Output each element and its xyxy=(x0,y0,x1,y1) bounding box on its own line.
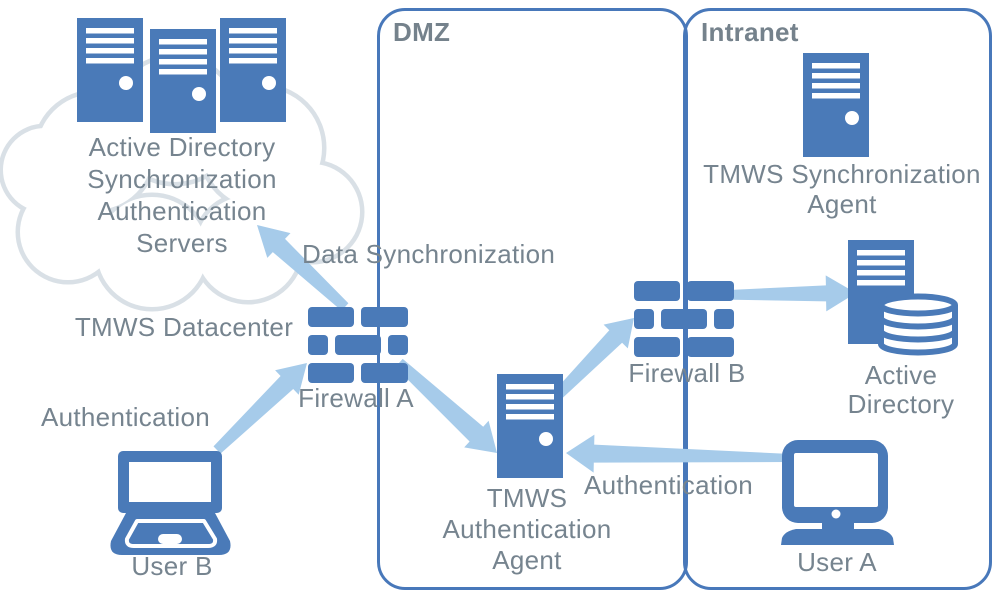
user-b-label: User B xyxy=(131,551,213,581)
database-icon xyxy=(878,293,958,356)
data-synchronization-label: Data Synchronization xyxy=(302,239,556,269)
authentication-label-user-a: Authentication xyxy=(584,470,753,500)
firewall-b-label: Firewall B xyxy=(628,358,746,388)
arrow-authentication-user-a xyxy=(566,434,792,473)
monitor-icon xyxy=(781,440,894,545)
intranet-zone xyxy=(683,8,992,590)
dmz-zone xyxy=(377,8,688,590)
tmws-authentication-agent-label: TMWS Authentication Agent xyxy=(442,483,612,575)
firewall-b-icon xyxy=(634,281,734,357)
arrow-agent-to-firewall-b xyxy=(549,318,634,404)
active-directory-label: Active Directory xyxy=(847,360,955,419)
server-icon xyxy=(77,18,143,122)
server-icon xyxy=(803,53,869,157)
arrow-firewall-b-to-active-directory xyxy=(717,275,856,312)
server-icon xyxy=(497,374,563,478)
intranet-zone-title: Intranet xyxy=(701,17,799,47)
tmws-datacenter-label: TMWS Datacenter xyxy=(74,312,294,342)
tmws-synchronization-agent-label: TMWS Synchronization Agent xyxy=(703,159,981,219)
server-icon xyxy=(220,18,286,122)
arrow-firewall-a-to-agent xyxy=(395,358,497,453)
server-icon xyxy=(150,29,216,133)
datacenter-servers-label: Active Directory Synchronization Authent… xyxy=(87,132,277,258)
firewall-a-label: Firewall A xyxy=(298,383,414,413)
arrow-authentication-user-b xyxy=(213,363,307,454)
laptop-icon xyxy=(110,451,231,555)
dmz-zone-title: DMZ xyxy=(393,17,451,47)
user-a-label: User A xyxy=(797,547,877,577)
authentication-label-user-b: Authentication xyxy=(41,402,210,432)
arrow-data-synchronization xyxy=(257,225,349,311)
